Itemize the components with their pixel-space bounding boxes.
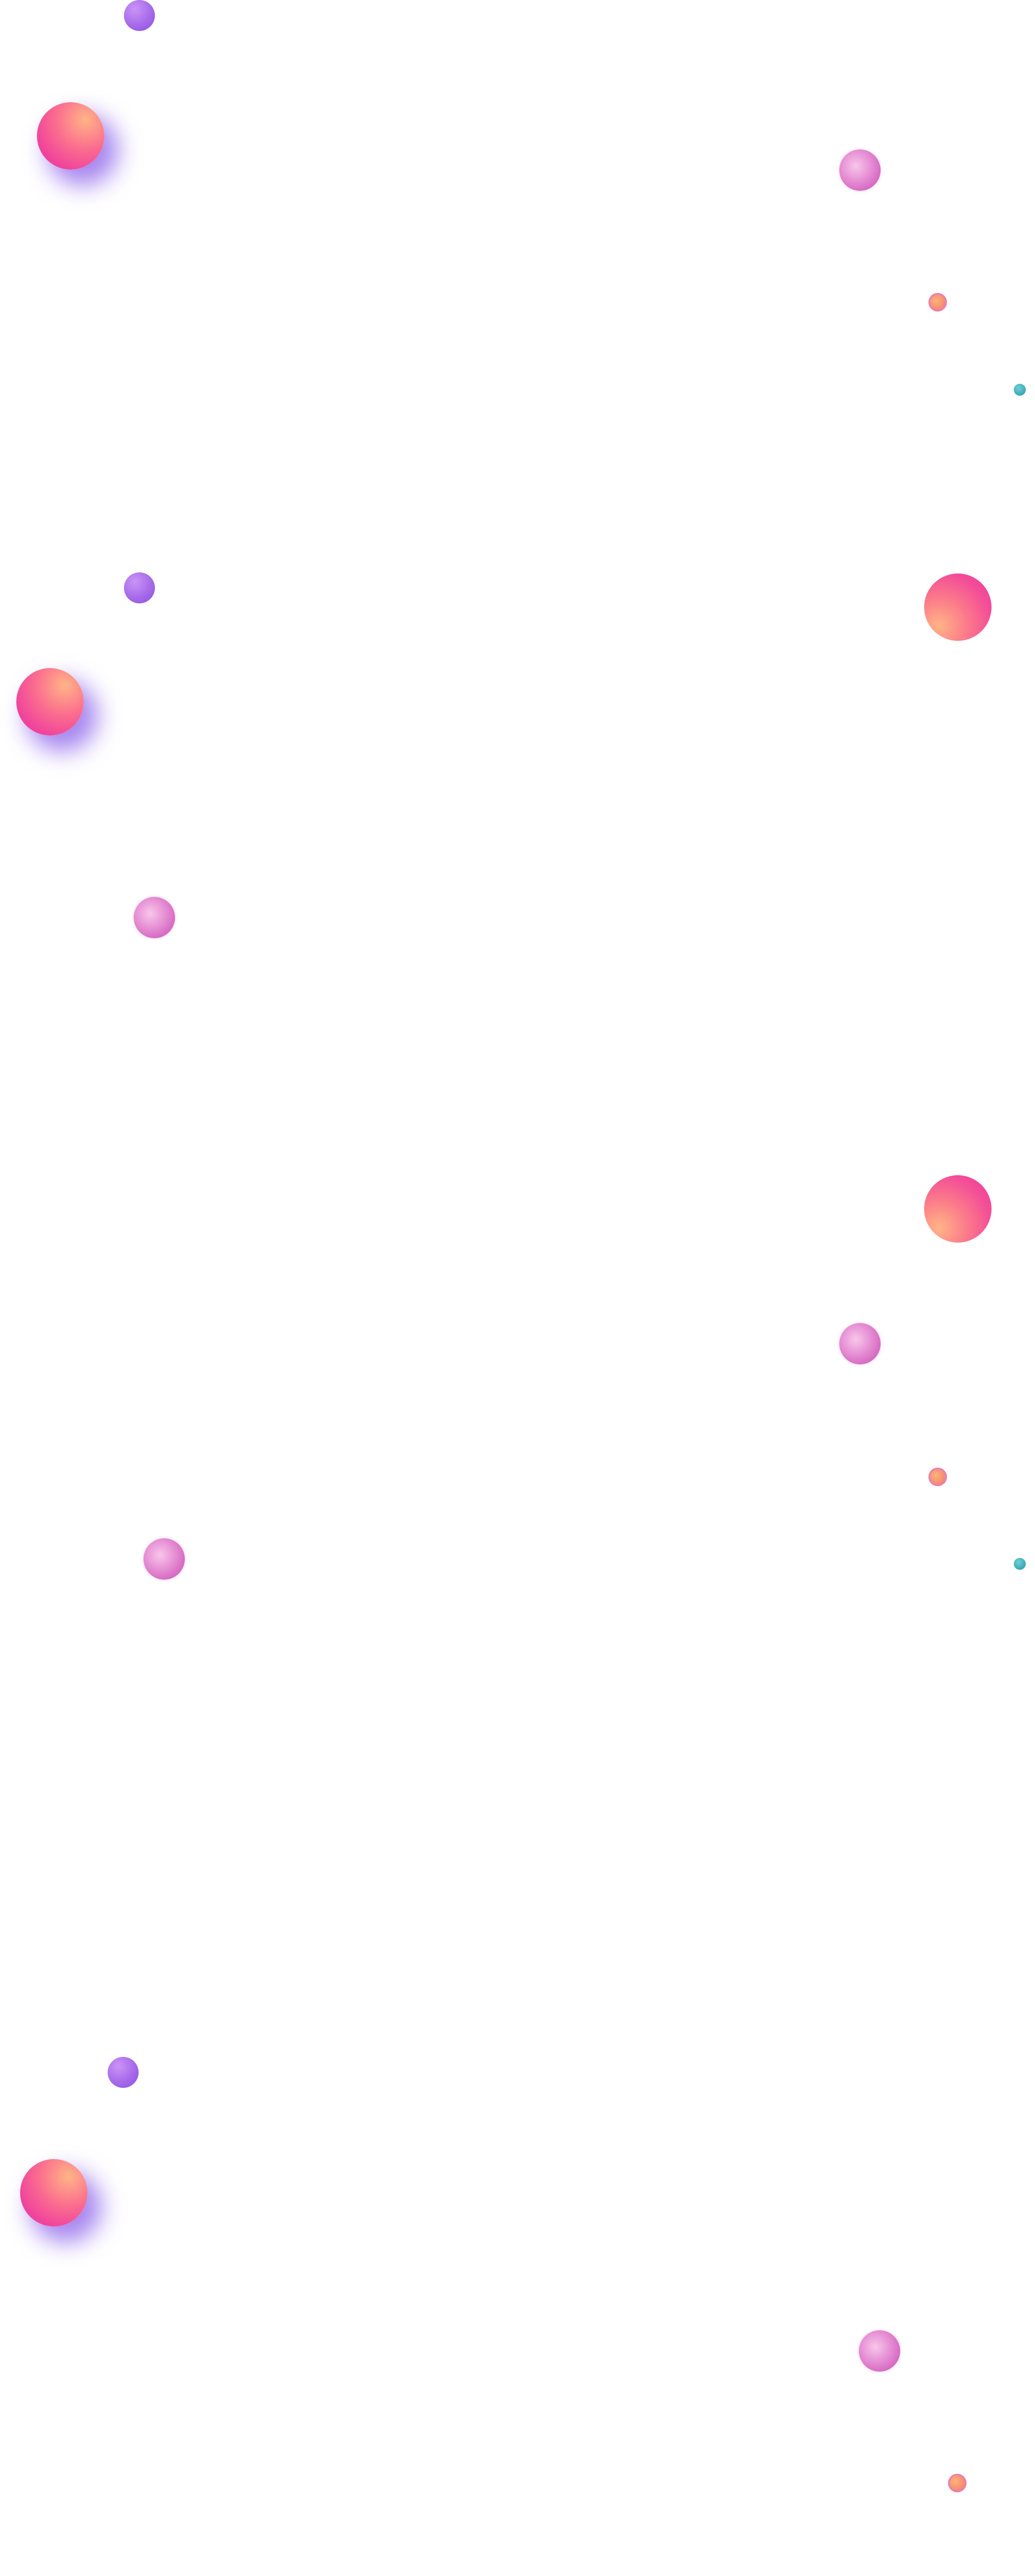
purple-orb: [124, 0, 155, 31]
pink-orb: [859, 2330, 900, 2372]
tiny-orange-orb: [928, 293, 947, 311]
pink-orb: [839, 1323, 881, 1364]
pink-orb: [839, 149, 881, 191]
large-pink-orb: [924, 573, 992, 641]
teal-dot: [1014, 1558, 1026, 1570]
glowing-pink-orb: [20, 2159, 88, 2226]
purple-orb: [124, 572, 155, 603]
pink-orb: [134, 897, 175, 938]
teal-dot: [1014, 384, 1026, 396]
pink-orb: [144, 1538, 185, 1580]
tiny-orange-orb: [948, 2474, 967, 2492]
glowing-pink-orb: [37, 102, 104, 170]
tiny-orange-orb: [928, 1468, 947, 1486]
glowing-pink-orb: [16, 668, 84, 735]
large-pink-orb: [924, 1175, 992, 1243]
purple-orb: [108, 2057, 139, 2088]
